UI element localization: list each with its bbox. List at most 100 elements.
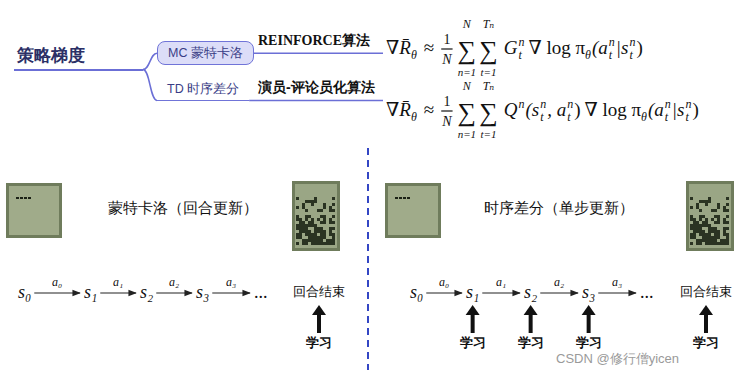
transition-arrow [540,292,578,293]
formula-term: θ [585,49,591,61]
pixel-block [711,242,714,245]
formula-term: t [540,111,543,123]
pixel-block [308,230,311,233]
formula-term: t [629,49,632,61]
learn-label: 学习 [693,336,719,349]
pixel-block [723,242,726,245]
pixel-block [726,236,729,239]
pixel-block [690,224,693,227]
screen-area [9,186,59,235]
formula-term: n [567,98,573,110]
pixel-block [702,200,705,203]
pixel-block [329,239,332,242]
pixel-block [299,227,302,230]
formula-term: n=1 [458,67,476,78]
pixel-block [311,203,314,206]
pixel-block [705,239,708,242]
learn-arrow-head [466,305,480,315]
pixel-block [699,227,702,230]
formula-term: Tₙ [483,18,495,30]
pixel-block [693,218,696,221]
pixel-block [317,230,320,233]
fraction-bar [441,48,452,49]
pixel-block [329,230,332,233]
pixel-block [699,215,702,218]
pixel-block [705,200,708,203]
pixel-block [296,242,299,245]
pixel-block [311,200,314,203]
pixel-block [332,221,335,224]
pixel-block [711,209,714,212]
pixel-block [305,218,308,221]
pixel-block [308,233,311,236]
pixel-block [708,236,711,239]
pixel-block [708,230,711,233]
pixel-block [708,233,711,236]
pixel-block [693,236,696,239]
pixel-block [311,236,314,239]
branch-box: MC 蒙特卡洛 [157,41,254,65]
pixel-block [693,221,696,224]
formula-term: n [685,98,691,110]
pixel-block [714,221,717,224]
pixel-block [696,221,699,224]
pixel-block [305,227,308,230]
pixel-block [723,221,726,224]
pixel-block [726,227,729,230]
pixel-block [323,203,326,206]
screen-area [295,184,337,248]
learn-arrow [317,313,321,333]
action-symbol: a₂ [169,276,179,288]
screen-area [388,186,438,235]
ellipsis: ... [254,283,268,301]
pixel-block [311,221,314,224]
pixel-block [308,221,311,224]
pixel-block [702,221,705,224]
game-over-screen [292,181,340,251]
pixel-block [323,215,326,218]
pixel-block [320,242,323,245]
pixel-block [714,236,717,239]
algorithm-name: REINFORCE算法 [258,34,370,48]
formula-term: ∑ [479,38,498,64]
state-symbol: s₁ [466,283,479,301]
pixel-block [699,239,702,242]
pixel-block [299,221,302,224]
pixel-block [705,242,708,245]
pixel-block [329,221,332,224]
pixel-block [302,224,305,227]
transition-arrow [100,292,136,293]
learn-arrow-head [524,305,538,315]
formula-term: N [463,80,471,92]
pixel-block [323,242,326,245]
pixel-block [323,218,326,221]
formula-term: N [442,115,451,129]
formula-term: ∇ log π [584,100,641,119]
pixel-block [702,233,705,236]
pixel-block [711,239,714,242]
action-symbol: a₀ [439,276,449,288]
formula-term: 1 [443,33,450,47]
pixel-block [329,218,332,221]
pixel-block [308,224,311,227]
pixel-block [302,203,305,206]
pixel-block [302,242,305,245]
formula-term: t=1 [480,129,496,140]
pixel-block [693,233,696,236]
episode-end: 回合结束 [293,285,345,298]
score-dot [403,197,406,199]
pixel-block [314,230,317,233]
pixel-block [314,242,317,245]
state-symbol: s₂ [524,283,537,301]
pixel-block [723,206,726,209]
pixel-block [717,218,720,221]
pixel-block [699,209,702,212]
pixel-block [726,197,729,200]
pixel-block [296,233,299,236]
pixel-block [305,239,308,242]
formula-term: ∇ [386,38,399,57]
pixel-block [299,236,302,239]
formula-term: n=1 [458,129,476,140]
game-over-screen [686,181,734,251]
pixel-block [320,221,323,224]
